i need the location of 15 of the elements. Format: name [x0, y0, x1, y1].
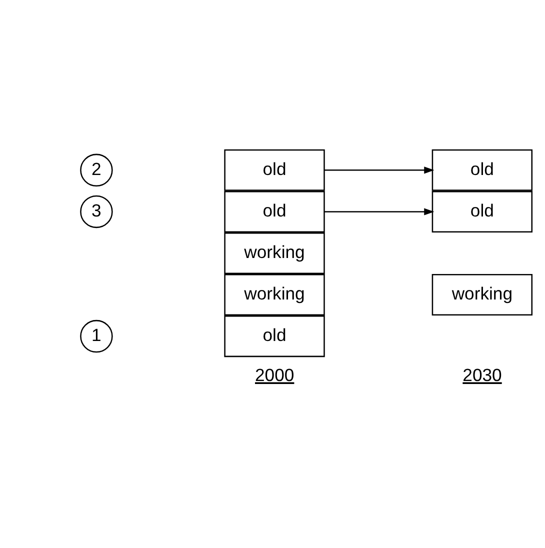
- node-box: working: [432, 274, 533, 316]
- arrow: [324, 166, 434, 174]
- node-box: old: [224, 149, 325, 191]
- node-box: old: [224, 316, 325, 358]
- node-box: old: [432, 149, 533, 191]
- label: 2000: [255, 365, 294, 386]
- node-circle: 3: [80, 195, 113, 228]
- node-box: old: [432, 190, 533, 232]
- node-box: old: [224, 190, 325, 232]
- node-box: working: [224, 232, 325, 274]
- node-circle: 1: [80, 320, 113, 353]
- arrow: [324, 208, 434, 216]
- node-circle: 2: [80, 154, 113, 187]
- label: 2030: [462, 365, 502, 386]
- node-box: working: [224, 274, 325, 316]
